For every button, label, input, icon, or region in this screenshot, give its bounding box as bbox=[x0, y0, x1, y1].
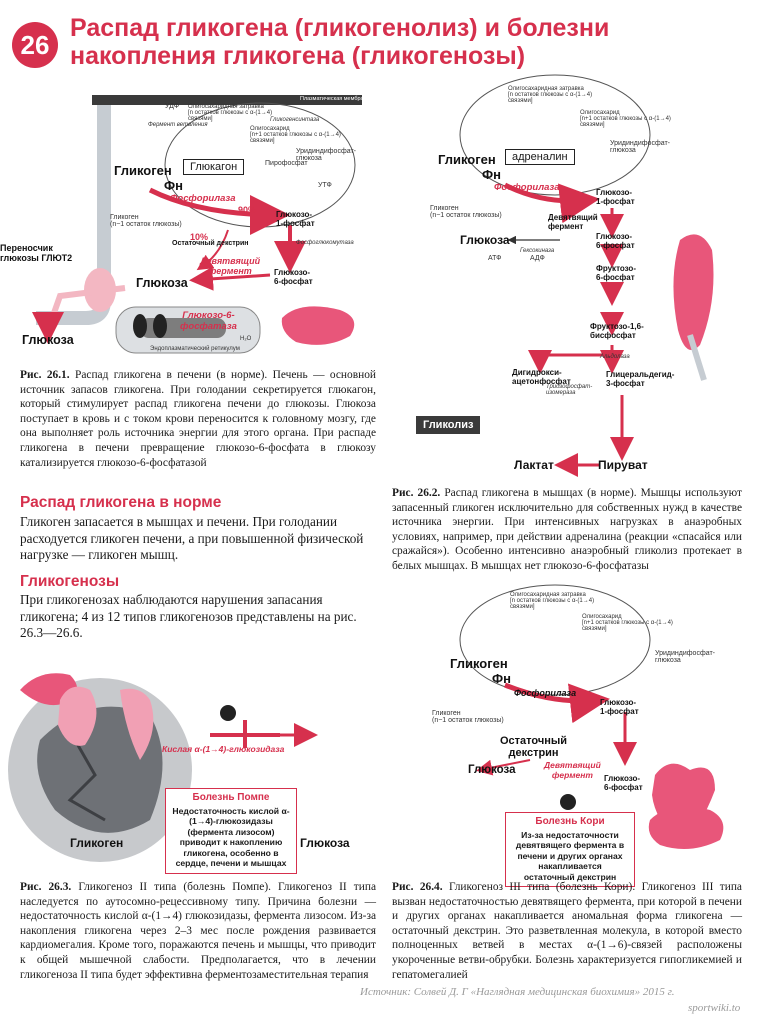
fig4-panel-text: Из-за недостаточности девятвящего фермен… bbox=[515, 829, 625, 882]
fig1-glucose-out: Глюкоза bbox=[22, 333, 74, 347]
fig1-h2o: H₂O bbox=[240, 336, 252, 342]
fig2-glycolysis-label: Гликолиз bbox=[416, 416, 481, 434]
fig3-glucose: Глюкоза bbox=[300, 836, 350, 850]
fig2-phosphorylase: Фосфорилаза bbox=[494, 182, 560, 193]
fig4-caption: Рис. 26.4. Гликогеноз III типа (болезнь … bbox=[392, 880, 742, 982]
fig1-transporter: Переносчик глюкозы ГЛЮТ2 bbox=[0, 243, 73, 263]
fig1-plasma-membrane-label: Плазматическая мембрана bbox=[300, 96, 370, 102]
fig1-pct90: 90% bbox=[238, 205, 257, 215]
fig1-g1p: Глюкозо- 1-фосфат bbox=[276, 210, 315, 228]
fig1-caption: Рис. 26.1. Распад гликогена в печени (в … bbox=[20, 368, 376, 470]
fig4-caption-text: Гликогеноз III типа (болезнь Кори). Глик… bbox=[392, 881, 742, 981]
fig2-aldolase: Альдолаза bbox=[600, 354, 630, 360]
fig4-phosphorylase: Фосфорилаза bbox=[514, 688, 577, 698]
fig4-panel-title: Болезнь Кори bbox=[535, 816, 605, 827]
fig2-tpi: Триозофосфат- изомераза bbox=[546, 384, 593, 396]
section-text-normal: Гликоген запасается в мышцах и печени. П… bbox=[20, 514, 364, 562]
membrane-bar bbox=[92, 95, 362, 105]
fig4-dextrin: Остаточный декстрин bbox=[500, 735, 568, 759]
fig1-udp: УДФ bbox=[165, 103, 180, 110]
fig4-debranching: Девятвящий фермент bbox=[544, 760, 601, 780]
fig1-glycogen: Гликоген bbox=[114, 163, 172, 178]
fig4-oligo: Олигосахарид [n+1 остатков глюкозы с α-(… bbox=[582, 614, 673, 632]
fig1-caption-label: Рис. 26.1. bbox=[20, 369, 70, 381]
fig1-glucose: Глюкоза bbox=[136, 276, 188, 290]
fig4-g1p: Глюкозо- 1-фосфат bbox=[600, 698, 639, 716]
fig2-g1p: Глюкозо- 1-фосфат bbox=[596, 188, 635, 206]
fig1-udp-glc: Уридиндифосфат- глюкоза bbox=[296, 148, 356, 162]
section-heading-normal: Распад гликогена в норме bbox=[20, 494, 222, 511]
fig2-lactate: Лактат bbox=[514, 458, 554, 472]
fig2-adp1: АДФ bbox=[530, 255, 545, 262]
fig4-udp-glc: Уридиндифосфат- глюкоза bbox=[655, 650, 715, 664]
chapter-badge: 26 bbox=[12, 22, 58, 68]
fig2-oligo: Олигосахарид [n+1 остатков глюкозы с α-(… bbox=[580, 110, 671, 128]
fig1-pct10: 10% bbox=[190, 232, 209, 242]
fig2-glycogen: Гликоген bbox=[438, 152, 496, 167]
fig1-g6pase: Глюкозо-6- фосфатаза bbox=[180, 310, 237, 332]
fig2-g6p: Глюкозо- 6-фосфат bbox=[596, 232, 635, 250]
fig1-glucagon-box: Глюкагон bbox=[183, 159, 245, 175]
fig1-utp: УТФ bbox=[318, 182, 332, 189]
fig1-g6p: Глюкозо- 6-фосфат bbox=[274, 268, 313, 286]
fig2-caption-text: Распад гликогена в мышцах (в норме). Мыш… bbox=[392, 487, 742, 572]
fig1-glycogen-n1: Гликоген (n−1 остаток глюкозы) bbox=[110, 214, 182, 228]
fig3-caption-text: Гликогеноз II типа (болезнь Помпе). Глик… bbox=[20, 881, 376, 981]
fig4-glycogen: Гликоген bbox=[450, 656, 508, 671]
fig2-caption-label: Рис. 26.2. bbox=[392, 487, 441, 499]
fig4-glycogen-n1: Гликоген (n−1 остаток глюкозы) bbox=[432, 710, 504, 724]
fig4-cori-panel: Болезнь Кори Из-за недостаточности девят… bbox=[505, 812, 635, 887]
fig3-panel-text: Недостаточность кислой α-(1→4)-глюкозида… bbox=[172, 805, 290, 869]
fig2-oligo-sat: Олигосахаридная затравка [n остатков глю… bbox=[508, 86, 593, 104]
fig2-hexokinase: Гексокиназа bbox=[520, 248, 555, 254]
fig1-glycogen-synthase: Гликогенсинтаза bbox=[270, 117, 320, 123]
fig2-debranching: Девятвящий фермент bbox=[548, 213, 598, 231]
fig2-caption: Рис. 26.2. Распад гликогена в мышцах (в … bbox=[392, 486, 742, 574]
fig3-pompe-panel: Болезнь Помпе Недостаточность кислой α-(… bbox=[165, 788, 297, 874]
fig2-atp1: АТФ bbox=[488, 255, 502, 262]
page-title: Распад гликогена (гликогенолиз) и болезн… bbox=[70, 14, 610, 70]
fig4-glucose: Глюкоза bbox=[468, 764, 516, 776]
fig2-adrenaline-box: адреналин bbox=[505, 149, 575, 165]
fig1-debranching: Девятвящий фермент bbox=[200, 256, 261, 276]
fig4-g6p: Глюкозо- 6-фосфат bbox=[604, 774, 643, 792]
section-text-glycogenoses: При гликогенозах наблюдаются нарушения з… bbox=[20, 592, 357, 640]
fig3-glycogen: Гликоген bbox=[70, 836, 124, 850]
fig3-caption: Рис. 26.3. Гликогеноз II типа (болезнь П… bbox=[20, 880, 376, 982]
fig4-caption-label: Рис. 26.4. bbox=[392, 881, 443, 893]
fig3-panel-title: Болезнь Помпе bbox=[192, 792, 270, 803]
fig1-phi: Фн bbox=[164, 178, 183, 193]
fig2-pyruvate: Пируват bbox=[598, 458, 648, 472]
fig1-er: Эндоплазматический ретикулум bbox=[150, 346, 240, 352]
fig2-glucose: Глюкоза bbox=[460, 233, 510, 247]
fig1-oligo-sat: Олигосахаридная затравка [n остатков глю… bbox=[188, 104, 273, 122]
fig3-caption-label: Рис. 26.3. bbox=[20, 881, 72, 893]
section-heading-glycogenoses: Гликогенозы bbox=[20, 573, 120, 590]
fig4-oligo-sat: Олигосахаридная затравка [n остатков глю… bbox=[510, 592, 595, 610]
fig1-pyrophosphate: Пирофосфат bbox=[265, 160, 308, 167]
fig1-oligo: Олигосахарид [n+1 остатков глюкозы с α-(… bbox=[250, 126, 341, 144]
fig3-enzyme: Кислая α-(1→4)-глюкозидаза bbox=[162, 744, 285, 754]
fig2-phi: Фн bbox=[482, 167, 501, 182]
fig1-pgm: Фосфоглюкомутаза bbox=[296, 240, 354, 246]
fig2-f16bp: Фруктозо-1,6- бисфосфат bbox=[590, 322, 644, 340]
fig1-branching: Фермент ветвления bbox=[148, 122, 208, 128]
source-site: sportwiki.to bbox=[688, 1002, 741, 1014]
fig2-udp-glc: Уридиндифосфат- глюкоза bbox=[610, 140, 670, 154]
fig2-gap: Глицеральдегид- 3-фосфат bbox=[606, 370, 675, 388]
fig1-dextrin: Остаточный декстрин bbox=[172, 240, 249, 247]
fig2-dhap: Дигидрокси- ацетонфосфат bbox=[512, 368, 571, 386]
fig2-f6p: Фруктозо- 6-фосфат bbox=[596, 264, 636, 282]
fig2-glycogen-n1: Гликоген (n−1 остаток глюкозы) bbox=[430, 205, 502, 219]
fig1-caption-text: Распад гликогена в печени (в норме). Печ… bbox=[20, 369, 376, 469]
source-citation: Источник: Солвей Д. Г «Наглядная медицин… bbox=[360, 986, 675, 998]
fig1-phosphorylase: Фосфорилаза bbox=[170, 193, 236, 204]
fig4-phi: Фн bbox=[492, 671, 511, 686]
